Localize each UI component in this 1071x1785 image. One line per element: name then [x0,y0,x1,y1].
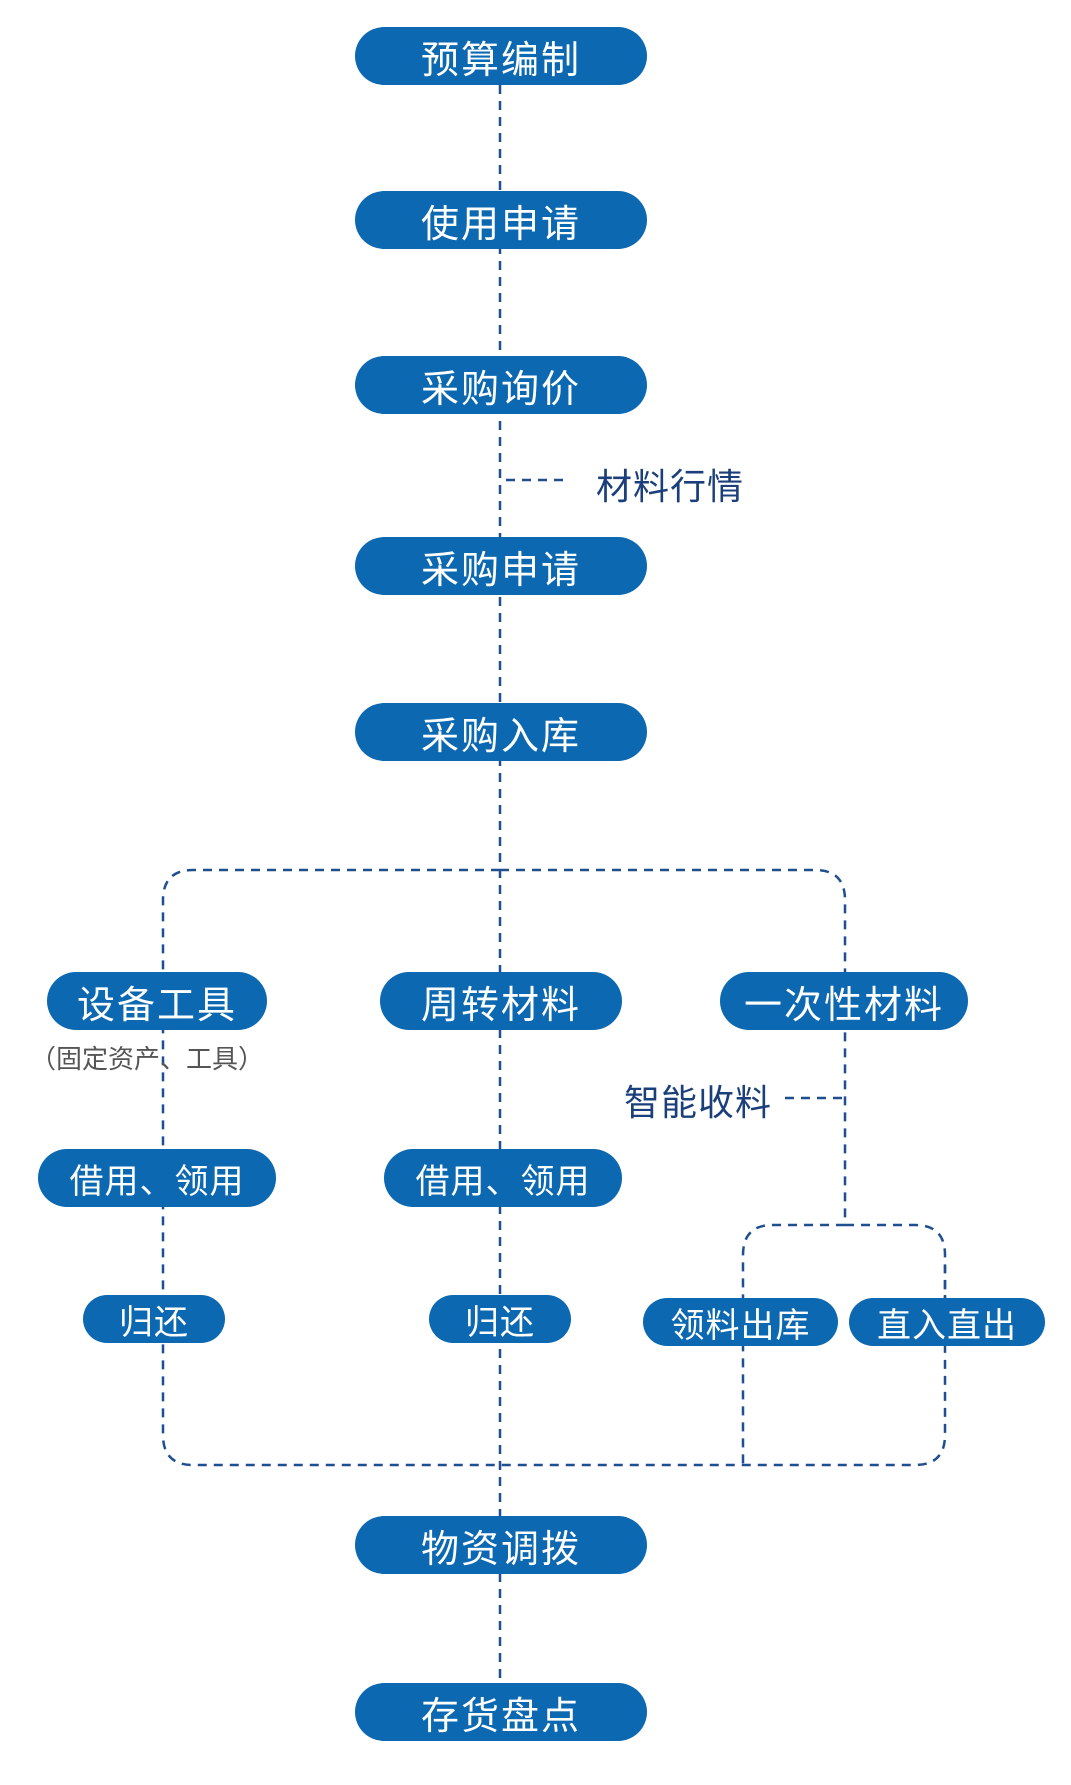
step-transfer: 物资调拨 [355,1516,647,1574]
branch-turnover-borrow: 借用、领用 [384,1149,622,1207]
branch-turnover-title: 周转材料 [380,972,622,1030]
step-inventory: 存货盘点 [355,1683,647,1741]
step-purchase-apply: 采购申请 [355,537,647,595]
branch-consumable-title: 一次性材料 [720,972,968,1030]
branch-consumable-issue: 领料出库 [643,1298,838,1346]
consumable-sub-frame [741,1223,947,1465]
branch-consumable-smart-receive: 智能收料 [624,1083,773,1124]
branch-equipment-subtitle: （固定资产、工具） [30,1045,265,1075]
branch-equipment-title: 设备工具 [47,972,267,1030]
branch-equipment-borrow: 借用、领用 [38,1149,276,1207]
step-budget: 预算编制 [355,27,647,85]
step-warehousing: 采购入库 [355,703,647,761]
step-inquiry: 采购询价 [355,356,647,414]
note-material-market: 材料行情 [596,467,745,508]
branch-equipment-return: 归还 [83,1295,225,1343]
branch-turnover-return: 归还 [429,1295,571,1343]
step-apply-use: 使用申请 [355,191,647,249]
branch-consumable-direct: 直入直出 [849,1298,1045,1346]
